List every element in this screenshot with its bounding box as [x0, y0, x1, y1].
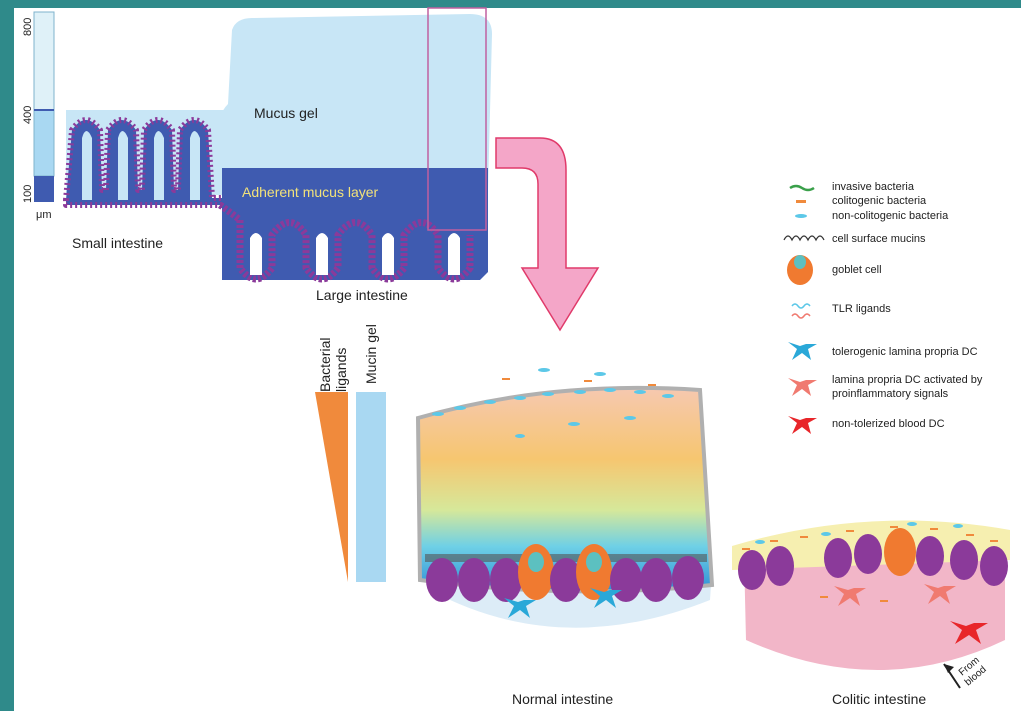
mucus-gel-label: Mucus gel — [254, 105, 318, 121]
normal-intestine-panel — [418, 368, 712, 628]
legend-label-2: colitogenic bacteria — [832, 195, 927, 207]
legend-label-3: non-colitogenic bacteria — [832, 210, 949, 222]
legend-icons — [784, 186, 824, 434]
legend-label-8b: proinflammatory signals — [832, 388, 949, 400]
legend-label-7: tolerogenic lamina propria DC — [832, 346, 978, 358]
small-intestine-villi — [66, 120, 232, 205]
legend-label-8a: lamina propria DC activated by — [832, 374, 983, 386]
scale-unit: μm — [36, 209, 52, 221]
normal-intestine-caption: Normal intestine — [512, 691, 613, 707]
adherent-mucus-label: Adherent mucus layer — [242, 184, 379, 200]
legend-label-9: non-tolerized blood DC — [832, 418, 945, 430]
tlr-ligands-icon — [792, 304, 810, 318]
colitic-intestine-caption: Colitic intestine — [832, 691, 926, 707]
cell-surface-mucins-icon — [784, 236, 824, 240]
bacterial-label: Bacterial — [317, 338, 333, 392]
bacterial-ligands-gradient — [315, 392, 348, 582]
small-intestine-label: Small intestine — [72, 235, 163, 251]
legend-label-4: cell surface mucins — [832, 233, 926, 245]
scale-tick-100: 100 — [22, 185, 34, 203]
legend-label-6: TLR ligands — [832, 303, 891, 315]
goblet-cell-icon — [787, 255, 813, 285]
mucin-gel-bar — [356, 392, 386, 582]
colitogenic-bacteria-icon — [796, 200, 806, 203]
scale-tick-400: 400 — [22, 106, 34, 124]
gradient-bars — [315, 392, 386, 582]
non-colitogenic-bacteria-icon — [795, 214, 807, 218]
invasive-bacteria-icon — [790, 186, 814, 190]
thickness-scale — [34, 12, 54, 202]
legend-label-5: goblet cell — [832, 264, 882, 276]
ligands-label: ligands — [333, 348, 349, 392]
tolerogenic-dc-icon — [788, 342, 817, 360]
large-intestine-label: Large intestine — [316, 287, 408, 303]
legend-label-1: invasive bacteria — [832, 181, 915, 193]
mucin-gel-label: Mucin gel — [363, 324, 379, 384]
scale-tick-800: 800 — [22, 18, 34, 36]
zoom-arrow — [496, 138, 598, 330]
blood-dc-icon — [788, 416, 817, 434]
mucus-gel-layer — [220, 14, 492, 190]
activated-dc-icon — [788, 378, 817, 396]
